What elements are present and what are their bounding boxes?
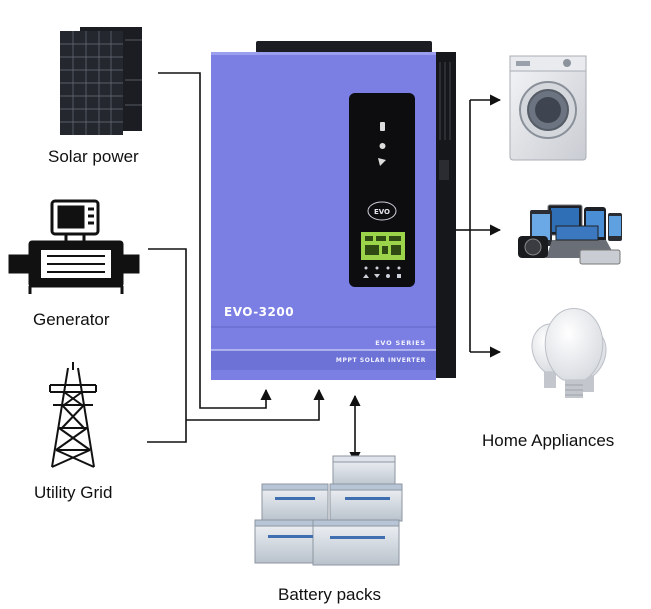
- washing-machine-icon: [509, 55, 587, 161]
- battery-packs-icon: [254, 455, 403, 566]
- subtitle-label: MPPT SOLAR INVERTER: [336, 357, 426, 364]
- brand-logo-text: EVO: [374, 208, 390, 216]
- home-appliances-label: Home Appliances: [482, 431, 614, 450]
- light-bulbs-icon: [531, 308, 607, 398]
- series-label: EVO SERIES: [375, 339, 426, 347]
- generator-label: Generator: [33, 310, 110, 329]
- inverter-unit: EVO EVO-3200 EVO SERIES MPPT SOLAR INVER…: [211, 41, 456, 380]
- connection-lines: [147, 72, 502, 464]
- battery-packs-label: Battery packs: [278, 585, 381, 604]
- solar-power-label: Solar power: [48, 147, 139, 166]
- brand-logo: EVO: [367, 201, 397, 221]
- model-label: EVO-3200: [224, 305, 294, 319]
- solar-panel-icon: [60, 27, 142, 135]
- electronics-icon: [518, 204, 622, 265]
- utility-grid-label: Utility Grid: [34, 483, 112, 502]
- generator-icon: [8, 199, 140, 294]
- transmission-tower-icon: [49, 362, 97, 468]
